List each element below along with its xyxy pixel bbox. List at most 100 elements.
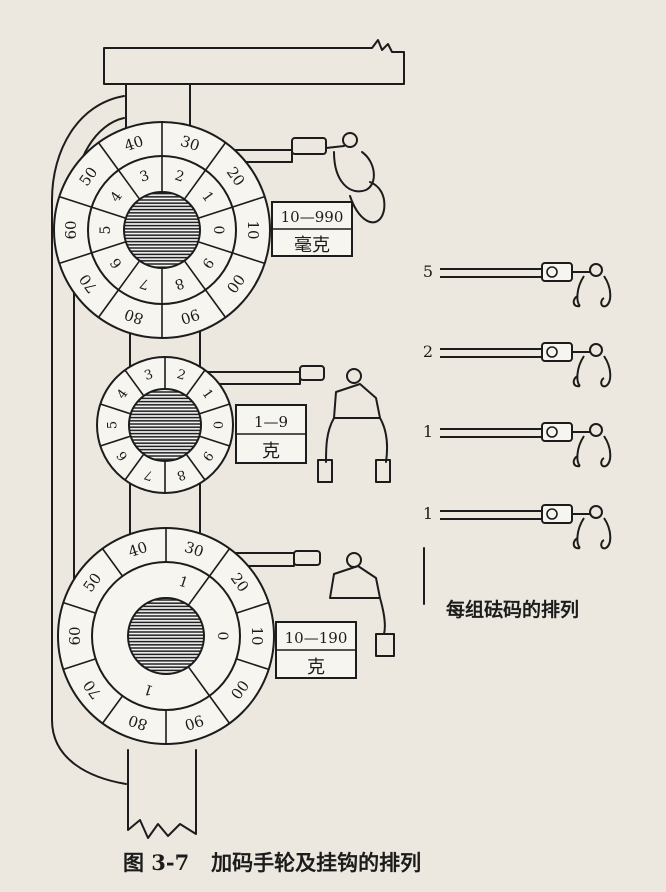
weight-count: 1 — [423, 504, 433, 523]
screw-icon — [546, 508, 558, 520]
hook-icon — [572, 355, 612, 388]
dial2-hook — [333, 383, 381, 419]
dial1-outer-label: 40 — [122, 132, 146, 155]
dial-divider — [204, 142, 227, 171]
dial-divider — [117, 260, 141, 291]
hook-ring — [589, 263, 603, 277]
dial-divider — [183, 169, 207, 200]
dial3-weight — [375, 633, 395, 657]
dial1-outer-label: 80 — [122, 305, 146, 328]
hook-ring — [589, 423, 603, 437]
weight-count: 5 — [423, 262, 433, 281]
dial2-range: 1—9 — [254, 413, 288, 431]
dial-divider — [198, 435, 230, 447]
dial-divider — [97, 142, 120, 171]
dial-divider — [187, 575, 211, 606]
dial-divider — [232, 195, 265, 208]
dial-divider — [183, 260, 207, 291]
screw-icon — [546, 266, 558, 278]
dial-divider — [117, 169, 141, 200]
dial3-outer-label: 60 — [66, 626, 84, 645]
dial1-range: 10—990 — [281, 208, 344, 226]
dial-divider — [101, 548, 124, 577]
dial-divider — [91, 206, 127, 220]
dial-divider — [59, 195, 92, 208]
dial1-collar — [291, 137, 327, 155]
dial-divider — [204, 289, 227, 318]
dial3-range-box: 10—190 克 — [275, 621, 357, 679]
dial-divider — [185, 453, 206, 481]
dial-divider — [198, 403, 230, 415]
dial2-weight-left — [317, 459, 333, 483]
dial3-unit: 克 — [307, 657, 325, 678]
dial-divider — [236, 601, 269, 614]
screw-icon — [546, 426, 558, 438]
figure-caption: 图 3-7 加码手轮及挂钩的排列 — [123, 850, 421, 875]
dial2-range-box: 1—9 克 — [235, 404, 307, 464]
dial-divider — [187, 666, 211, 697]
dial1-outer-label: 30 — [178, 132, 202, 155]
hook-ring — [589, 343, 603, 357]
weight-row: 1 — [423, 504, 612, 550]
dial-divider — [97, 289, 120, 318]
hook-ring — [589, 505, 603, 519]
dial3-outer-label: 30 — [182, 538, 206, 561]
dial3-inner-label: 0 — [214, 632, 230, 641]
dial3-outer-label: 40 — [126, 538, 150, 561]
weight-count: 1 — [423, 422, 433, 441]
hook-icon — [572, 275, 612, 308]
weight-row: 2 — [423, 342, 612, 388]
dial-divider — [100, 403, 132, 415]
weight-rod — [440, 348, 542, 358]
dial2-unit: 克 — [262, 441, 280, 462]
dial1-inner-label: 5 — [98, 226, 114, 235]
dial-divider — [124, 369, 145, 397]
screw-icon — [546, 346, 558, 358]
weight-group-title: 每组砝码的排列 — [446, 598, 579, 621]
dial-divider — [208, 548, 231, 577]
weight-count: 2 — [423, 342, 433, 361]
dial2-collar — [299, 365, 325, 381]
dial3-outer-label: 10 — [248, 626, 266, 645]
dial-divider — [236, 658, 269, 671]
dial-divider — [197, 240, 233, 254]
dial-divider — [232, 252, 265, 265]
weight-row: 1 — [423, 422, 612, 468]
dial1-outer-label: 10 — [244, 220, 262, 239]
dial-divider — [59, 252, 92, 265]
weight-rod — [440, 510, 542, 520]
dial-divider — [63, 601, 96, 614]
dial-divider — [100, 435, 132, 447]
weight-rod — [440, 428, 542, 438]
dial3-hook — [329, 565, 381, 599]
weight-row: 5 — [423, 262, 612, 308]
dial2-label: 5 — [106, 421, 121, 429]
dial1-inner-label: 0 — [210, 226, 226, 235]
dial-divider — [208, 695, 231, 724]
weight-rod — [440, 268, 542, 278]
dial1-outer-label: 60 — [62, 220, 80, 239]
top-beam — [103, 39, 405, 85]
dial3-range: 10—190 — [285, 629, 348, 647]
dial-divider — [124, 453, 145, 481]
dial-divider — [63, 658, 96, 671]
dial1-range-box: 10—990 毫克 — [271, 201, 353, 257]
hook-icon — [572, 435, 612, 468]
dial1-outer-label: 90 — [178, 305, 202, 328]
dial-divider — [185, 369, 206, 397]
dial2-label: 0 — [210, 421, 225, 429]
weight-group: 5 2 1 1 — [423, 262, 612, 550]
dial3-outer-label: 80 — [126, 711, 150, 734]
dial3-outer-label: 90 — [182, 711, 206, 734]
hook-icon — [572, 517, 612, 550]
bottom-rod — [127, 749, 197, 839]
dial2-weight-right — [375, 459, 391, 483]
dial-divider — [91, 240, 127, 254]
dial-divider — [101, 695, 124, 724]
dial1-unit: 毫克 — [294, 235, 330, 256]
frame-loop — [51, 95, 127, 785]
